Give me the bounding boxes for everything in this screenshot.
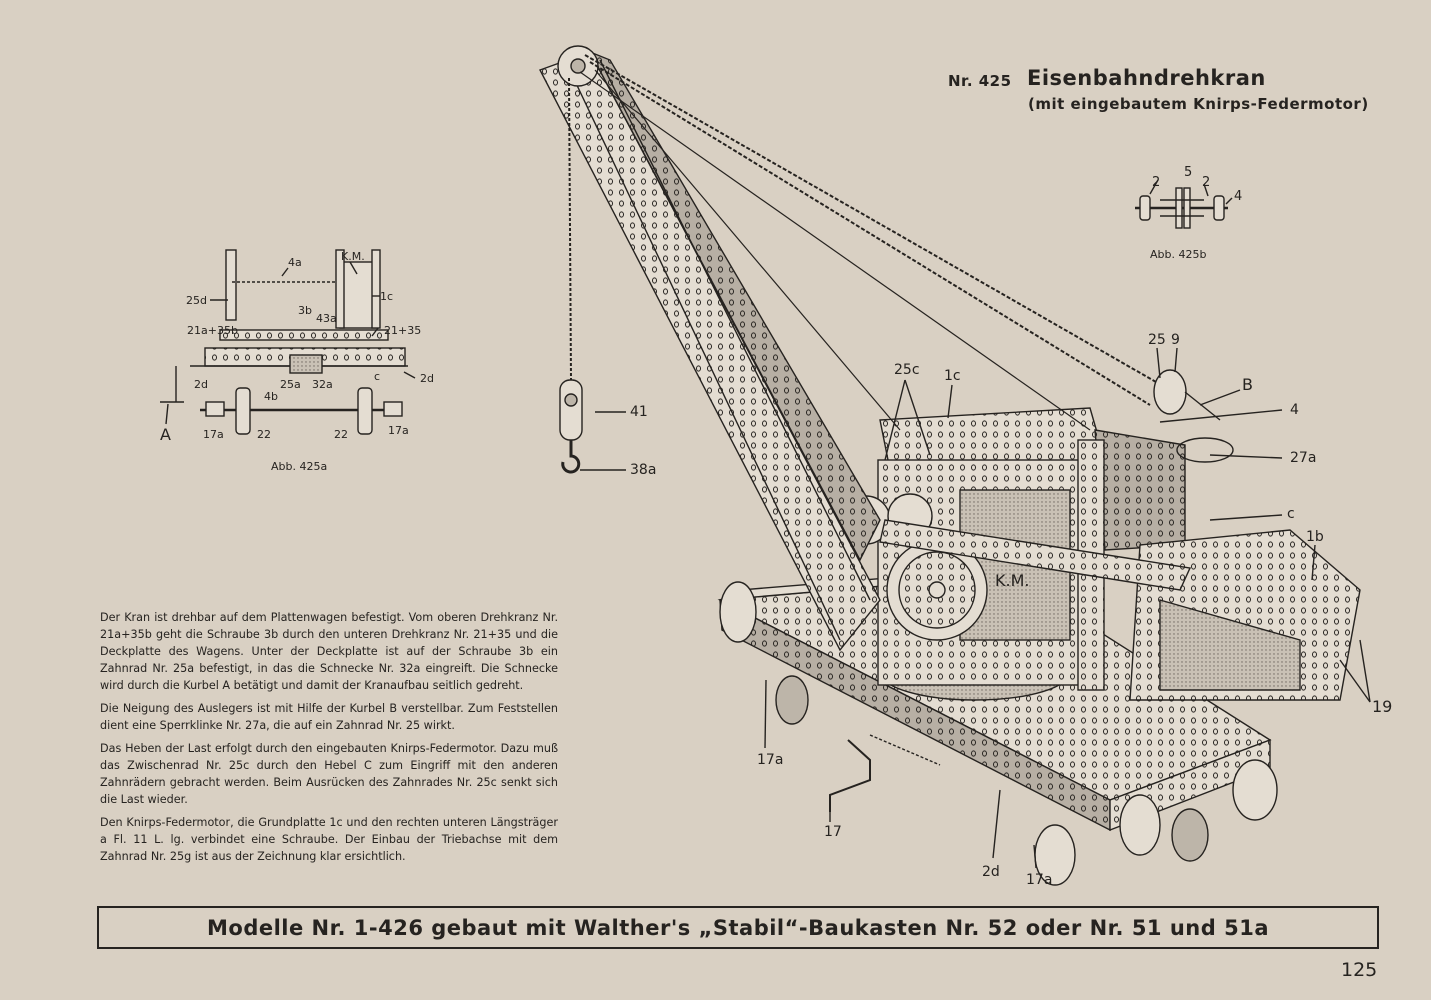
description-text: Der Kran ist drehbar auf dem Plattenwage… [100, 609, 558, 871]
fig-a-label: 22 [257, 428, 271, 441]
crane-label: 9 [1171, 332, 1180, 348]
fig-b-label: 2 [1202, 175, 1210, 190]
fig-b-label: 4 [1234, 189, 1242, 204]
fig-a-label: c [374, 370, 380, 383]
crane-label: 19 [1372, 697, 1392, 716]
fig-a-label: 25d [186, 294, 207, 307]
fig-a-label: 4b [264, 390, 278, 403]
fig-a-label: 43a [316, 312, 337, 325]
crane-label: K.M. [995, 571, 1029, 590]
model-number: Nr. 425 [948, 72, 1012, 90]
crane-drawing-labels: 25c 1c 25 9 B 4 27a 41 38a c 1b K.M. 19 … [630, 332, 1392, 888]
fig-a-label: 4a [288, 256, 302, 269]
caption-abb-425a: Abb. 425a [271, 460, 328, 473]
paragraph: Den Knirps-Federmotor, die Grundplatte 1… [100, 816, 558, 863]
fig-b-label: 2 [1152, 175, 1160, 190]
page-title: Eisenbahndrehkran [1027, 66, 1266, 90]
fig-a-label: A [160, 425, 171, 444]
crane-label: c [1287, 506, 1295, 522]
crane-label: 38a [630, 462, 656, 478]
figure-abb-425a [160, 249, 416, 435]
fig-a-label: 17a [203, 428, 224, 441]
fig-a-label: 17a [388, 424, 409, 437]
fig-a-label: 3b [298, 304, 312, 317]
crane-label: 2d [982, 864, 1000, 880]
crane-label: 27a [1290, 450, 1316, 466]
fig-a-label: 25a [280, 378, 301, 391]
paragraph: Das Heben der Last erfolgt durch den ein… [100, 742, 558, 806]
crane-label: 1c [944, 368, 961, 384]
crane-label: 17a [1026, 872, 1052, 888]
figure-abb-425b [1135, 179, 1233, 229]
fig-a-label: K.M. [341, 250, 365, 263]
crane-label: 1b [1306, 529, 1324, 545]
crane-label: 25c [894, 362, 920, 378]
paragraph: Der Kran ist drehbar auf dem Plattenwage… [100, 611, 558, 692]
fig-a-label: 21a+35b [187, 324, 238, 337]
figure-abb-425b-labels: 2 5 2 4 [1152, 165, 1242, 204]
fig-a-label: 21+35 [384, 324, 421, 337]
fig-a-label: 32a [312, 378, 333, 391]
paragraph: Die Neigung des Auslegers ist mit Hilfe … [100, 702, 558, 732]
footer-banner: Modelle Nr. 1-426 gebaut mit Walther's „… [97, 906, 1379, 949]
crane-drawing [539, 45, 1371, 886]
figure-abb-425a-labels: 4a K.M. 25d 1c 3b 43a 21a+35b 21+35 2d 2… [160, 250, 434, 444]
page-number: 125 [1341, 959, 1378, 981]
fig-a-label: 1c [380, 290, 393, 303]
fig-a-label: 2d [420, 372, 434, 385]
fig-a-label: 2d [194, 378, 208, 391]
caption-abb-425b: Abb. 425b [1150, 248, 1207, 261]
crane-label: B [1242, 375, 1253, 394]
crane-label: 25 [1148, 332, 1166, 348]
crane-label: 17a [757, 752, 783, 768]
page-subtitle: (mit eingebautem Knirps-Federmotor) [1028, 95, 1369, 113]
crane-label: 17 [824, 824, 842, 840]
fig-b-label: 5 [1184, 165, 1192, 180]
footer-text: Modelle Nr. 1-426 gebaut mit Walther's „… [207, 915, 1269, 940]
crane-label: 41 [630, 404, 648, 420]
fig-a-label: 22 [334, 428, 348, 441]
crane-label: 4 [1290, 402, 1299, 418]
